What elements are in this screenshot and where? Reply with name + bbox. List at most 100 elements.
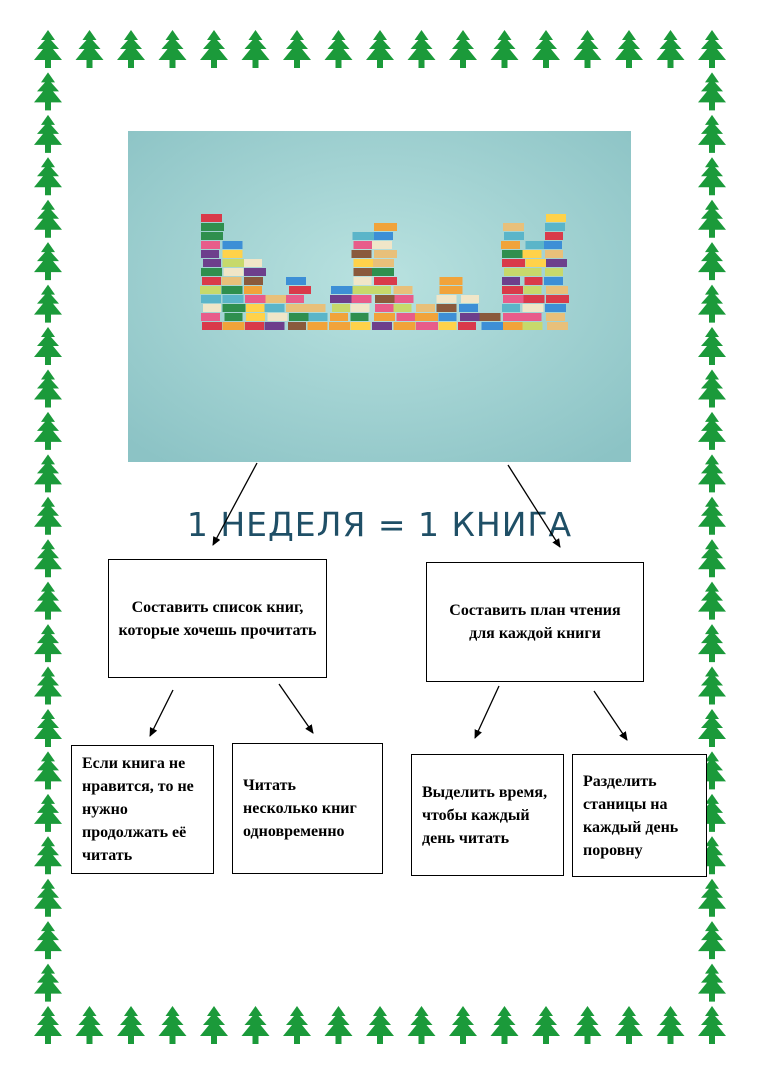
box-list-books-text: Составить список книг, которые хочешь пр… xyxy=(118,598,317,639)
book xyxy=(245,322,264,330)
book xyxy=(503,322,526,330)
book xyxy=(307,322,328,330)
book xyxy=(307,304,326,312)
book xyxy=(393,286,413,294)
book xyxy=(286,277,306,285)
book xyxy=(265,295,289,303)
book xyxy=(396,313,417,321)
book xyxy=(246,304,269,312)
book xyxy=(546,214,566,222)
book-stack xyxy=(329,286,353,330)
book xyxy=(201,241,220,249)
book-stack xyxy=(436,277,463,330)
book xyxy=(459,304,478,312)
book xyxy=(289,286,311,294)
book xyxy=(416,322,438,330)
book xyxy=(329,322,350,330)
book xyxy=(439,277,463,285)
book xyxy=(460,313,482,321)
book xyxy=(522,322,543,330)
book xyxy=(202,322,222,330)
book xyxy=(545,250,563,258)
book-stack xyxy=(264,295,289,330)
book xyxy=(330,295,352,303)
book xyxy=(350,304,370,312)
book xyxy=(222,259,246,267)
book xyxy=(461,295,479,303)
book xyxy=(522,250,542,258)
box-read-several: Читать несколько книг одновременно xyxy=(232,743,383,874)
book xyxy=(547,322,568,330)
book xyxy=(286,295,304,303)
book xyxy=(375,295,395,303)
book xyxy=(525,259,548,267)
book xyxy=(438,313,457,321)
book xyxy=(502,277,520,285)
book xyxy=(415,313,438,321)
book xyxy=(201,232,223,240)
book xyxy=(244,268,266,276)
book xyxy=(502,259,525,267)
book xyxy=(524,277,543,285)
arrow-to-list xyxy=(212,462,258,546)
book xyxy=(545,223,565,231)
book xyxy=(502,286,523,294)
book xyxy=(350,313,369,321)
book xyxy=(246,313,265,321)
book-stacks-illustration xyxy=(128,131,631,462)
book xyxy=(523,295,545,303)
book xyxy=(373,259,394,267)
book xyxy=(200,286,221,294)
book xyxy=(544,241,562,249)
book xyxy=(267,313,288,321)
book xyxy=(481,322,504,330)
book xyxy=(264,304,285,312)
arrow-to-plan xyxy=(507,464,561,548)
box-split-pages: Разделить станицы на каждый день поровну xyxy=(572,754,707,877)
book-stack xyxy=(200,214,224,330)
book xyxy=(544,277,563,285)
book xyxy=(523,268,542,276)
book-stack xyxy=(221,241,246,330)
book-stack xyxy=(458,295,482,330)
book xyxy=(373,286,391,294)
book xyxy=(502,250,525,258)
book xyxy=(545,304,566,312)
book xyxy=(330,313,348,321)
book xyxy=(374,250,397,258)
book xyxy=(202,277,221,285)
box-reading-plan: Составить план чтения для каждой книги xyxy=(426,562,644,682)
book-stack xyxy=(393,286,417,330)
book xyxy=(523,286,542,294)
book xyxy=(353,277,372,285)
book xyxy=(203,304,221,312)
hero-title: 1 НЕДЕЛЯ = 1 КНИГА xyxy=(186,505,573,544)
book xyxy=(374,313,395,321)
book xyxy=(503,223,524,231)
book xyxy=(201,214,222,222)
book xyxy=(221,286,243,294)
book xyxy=(286,304,308,312)
book xyxy=(350,322,371,330)
book xyxy=(504,268,526,276)
book-stack xyxy=(244,259,269,330)
book xyxy=(352,286,376,294)
box-read-several-text: Читать несколько книг одновременно xyxy=(243,777,357,840)
book xyxy=(545,232,563,240)
book xyxy=(522,313,542,321)
book xyxy=(203,259,221,267)
book-stack xyxy=(522,241,549,330)
book xyxy=(522,304,544,312)
book xyxy=(201,250,219,258)
book xyxy=(546,286,568,294)
book-stack xyxy=(286,277,311,330)
book xyxy=(546,313,565,321)
book xyxy=(222,295,244,303)
book xyxy=(436,295,457,303)
book xyxy=(201,313,220,321)
book xyxy=(244,277,263,285)
box-stop-if-dislike: Если книга не нравится, то не нужно прод… xyxy=(71,745,214,874)
book xyxy=(436,304,457,312)
book xyxy=(351,250,372,258)
book xyxy=(244,286,262,294)
